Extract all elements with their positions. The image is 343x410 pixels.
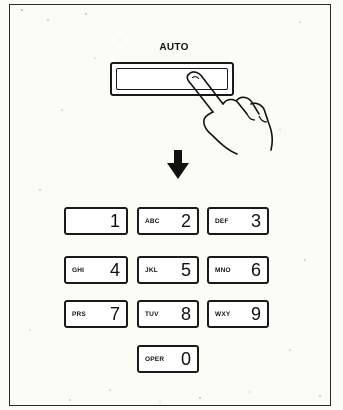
key-0[interactable]: OPER 0 [137,345,199,373]
key-digit: 2 [181,211,191,231]
key-4[interactable]: GHI 4 [64,256,128,284]
key-letters: PRS [72,311,86,318]
key-digit: 0 [181,349,191,369]
key-5[interactable]: JKL 5 [137,256,199,284]
key-letters: MNO [215,267,231,274]
key-letters: JKL [145,267,158,274]
key-digit: 3 [251,211,261,231]
key-digit: 6 [251,260,261,280]
key-letters: WXY [215,311,230,318]
key-digit: 5 [181,260,191,280]
auto-label: AUTO [152,42,196,53]
key-3[interactable]: DEF 3 [207,207,269,235]
key-digit: 8 [181,304,191,324]
key-letters: OPER [145,356,164,363]
key-letters: ABC [145,218,160,225]
key-letters: DEF [215,218,229,225]
key-letters: GHI [72,267,84,274]
key-8[interactable]: TUV 8 [137,300,199,328]
key-digit: 9 [251,304,261,324]
key-6[interactable]: MNO 6 [207,256,269,284]
key-9[interactable]: WXY 9 [207,300,269,328]
key-digit: 1 [110,211,120,231]
key-1[interactable]: 1 [64,207,128,235]
key-2[interactable]: ABC 2 [137,207,199,235]
key-7[interactable]: PRS 7 [64,300,128,328]
key-digit: 4 [110,260,120,280]
key-letters: TUV [145,311,159,318]
down-arrow-icon [167,150,189,180]
pressing-hand-icon [175,66,285,156]
key-digit: 7 [110,304,120,324]
